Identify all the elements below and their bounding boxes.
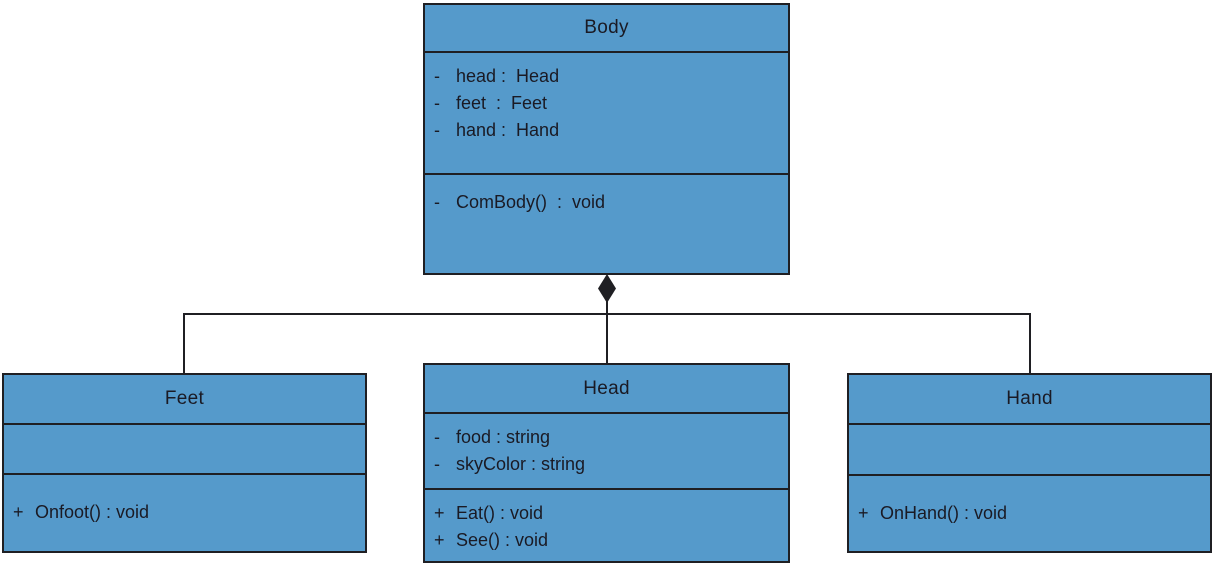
methods-compartment-body: - ComBody() : void [425,175,788,273]
attributes-compartment-hand [849,425,1210,476]
attribute-text: feet : Feet [456,93,548,113]
visibility-symbol: - [434,454,440,474]
method-text: See() : void [456,530,549,550]
method-row: + See() : void [434,527,788,554]
method-text: Onfoot() : void [35,502,150,522]
connector-drop-feet [183,313,185,375]
visibility-symbol: + [13,502,24,522]
connector-stem-body [606,298,608,364]
method-row: - ComBody() : void [434,189,788,216]
attribute-row: - food : string [434,424,788,451]
method-row: + OnHand() : void [858,500,1210,527]
attribute-row: - skyColor : string [434,451,788,478]
attribute-text: food : string [456,427,551,447]
composition-diamond-icon [598,274,616,303]
attribute-row: - feet : Feet [434,90,788,117]
visibility-symbol: - [434,93,440,113]
visibility-symbol: - [434,120,440,140]
attribute-text: hand : Hand [456,120,560,140]
connector-drop-hand [1029,313,1031,375]
method-row: + Eat() : void [434,500,788,527]
visibility-symbol: + [434,530,445,550]
class-title-feet: Feet [4,375,365,425]
class-title-hand: Hand [849,375,1210,425]
class-box-hand: Hand + OnHand() : void [847,373,1212,553]
visibility-symbol: - [434,427,440,447]
attribute-row: - head : Head [434,63,788,90]
attributes-compartment-body: - head : Head - feet : Feet - hand : Han… [425,53,788,175]
attribute-text: head : Head [456,66,560,86]
visibility-symbol: - [434,192,440,212]
class-box-feet: Feet + Onfoot() : void [2,373,367,553]
visibility-symbol: + [858,503,869,523]
class-title-head: Head [425,365,788,414]
attribute-row: - hand : Hand [434,117,788,144]
connector-horizontal [183,313,1031,315]
class-box-body: Body - head : Head - feet : Feet - hand … [423,3,790,275]
attributes-compartment-head: - food : string - skyColor : string [425,414,788,490]
method-row: + Onfoot() : void [13,499,365,526]
methods-compartment-hand: + OnHand() : void [849,476,1210,551]
method-text: ComBody() : void [456,192,606,212]
class-box-head: Head - food : string - skyColor : string… [423,363,790,563]
visibility-symbol: + [434,503,445,523]
methods-compartment-feet: + Onfoot() : void [4,475,365,551]
method-text: OnHand() : void [880,503,1008,523]
methods-compartment-head: + Eat() : void + See() : void [425,490,788,561]
attribute-text: skyColor : string [456,454,586,474]
attributes-compartment-feet [4,425,365,475]
visibility-symbol: - [434,66,440,86]
method-text: Eat() : void [456,503,544,523]
class-title-body: Body [425,5,788,53]
